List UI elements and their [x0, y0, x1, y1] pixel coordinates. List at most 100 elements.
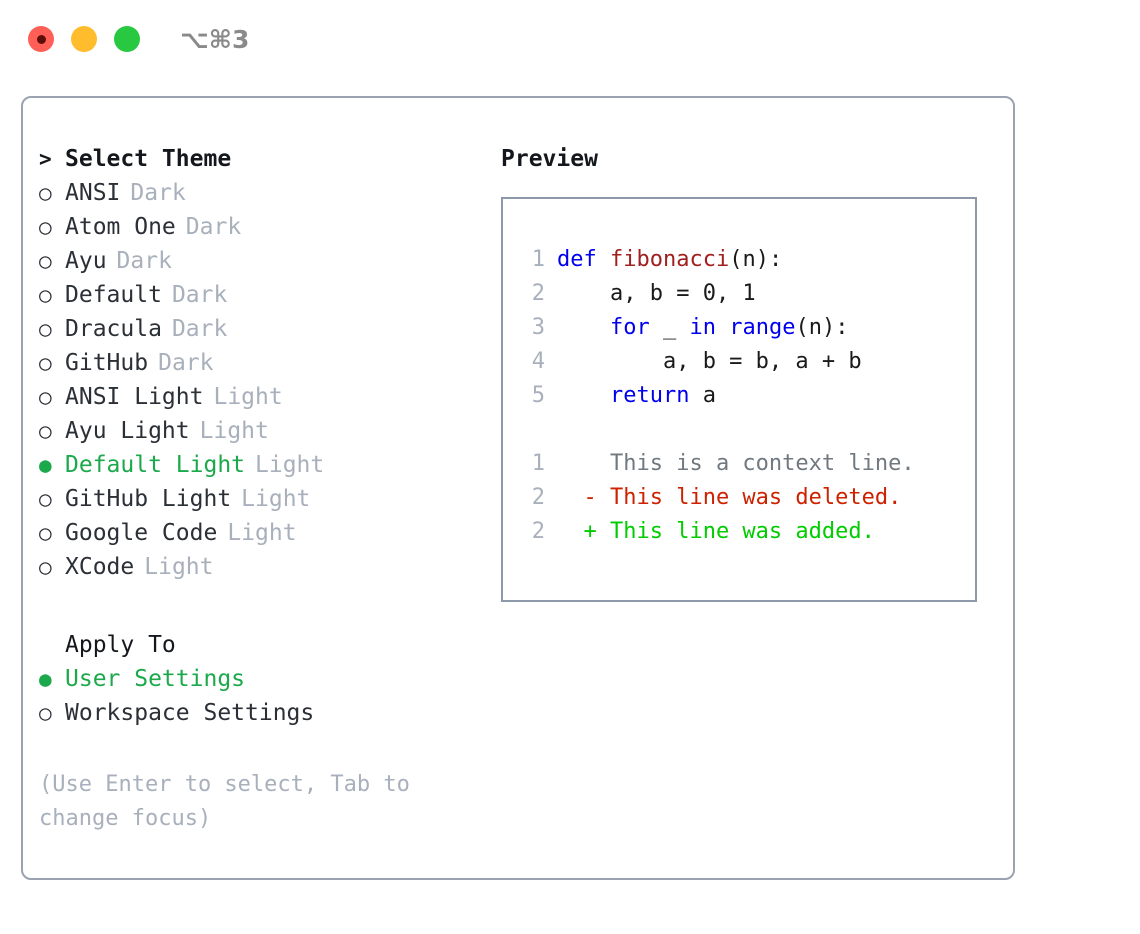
apply-to-option-label: Workspace Settings [65, 700, 315, 726]
theme-option-xcode[interactable]: ○ XCode Light [39, 550, 485, 584]
code-line-text: def fibonacci(n): [557, 243, 782, 277]
theme-appearance-tag: Dark [171, 316, 228, 342]
radio-unselected-icon: ○ [39, 555, 52, 579]
code-line: 2 a, b = 0, 1 [521, 277, 975, 311]
theme-option-dracula[interactable]: ○ Dracula Dark [39, 312, 485, 346]
select-theme-heading: > Select Theme [39, 142, 485, 176]
radio-unselected-icon: ○ [39, 487, 52, 511]
code-line-number: 1 [531, 247, 545, 272]
theme-option-label: Google Code [65, 520, 218, 546]
code-token [716, 315, 729, 340]
section-spacer [39, 584, 485, 628]
code-token [597, 247, 610, 272]
theme-option-label: GitHub [65, 350, 149, 376]
code-token [557, 315, 610, 340]
apply-to-list: ●User Settings ○ Workspace Settings [39, 662, 485, 730]
theme-option-label: ANSI Light [65, 384, 204, 410]
radio-unselected-icon: ○ [39, 419, 52, 443]
code-token: a, b = 0, 1 [557, 281, 756, 306]
theme-appearance-tag: Dark [171, 282, 228, 308]
code-token: in [689, 315, 716, 340]
code-line: 3 for _ in range(n): [521, 311, 975, 345]
code-token: (n): [729, 247, 783, 272]
theme-appearance-tag: Light [241, 486, 311, 512]
window-controls [28, 26, 140, 52]
code-line-number: 3 [531, 315, 545, 340]
theme-option-google-code[interactable]: ○ Google Code Light [39, 516, 485, 550]
diff-marker [557, 447, 610, 481]
theme-option-label: Default Light [65, 452, 246, 478]
preview-title: Preview [501, 146, 598, 172]
code-line-text: a, b = b, a + b [557, 345, 862, 379]
theme-option-label: Ayu [65, 248, 107, 274]
theme-appearance-tag: Light [227, 520, 297, 546]
close-window-icon[interactable] [28, 26, 54, 52]
radio-unselected-icon: ○ [39, 521, 52, 545]
radio-selected-icon: ● [39, 453, 52, 477]
maximize-window-icon[interactable] [114, 26, 140, 52]
theme-appearance-tag: Dark [116, 248, 172, 274]
code-token [557, 383, 610, 408]
theme-appearance-tag: Light [213, 384, 283, 410]
diff-line-text: This line was deleted. [609, 485, 902, 510]
theme-appearance-tag: Dark [185, 214, 242, 240]
theme-appearance-tag: Dark [158, 350, 214, 376]
diff-line-number: 1 [531, 451, 545, 476]
keyboard-hint: (Use Enter to select, Tab to change focu… [39, 772, 424, 831]
theme-option-label: Dracula [65, 316, 162, 342]
code-line-text: return a [557, 379, 716, 413]
apply-to-heading: Apply To [65, 632, 176, 658]
minimize-window-icon[interactable] [71, 26, 97, 52]
keyboard-shortcut-label: ⌥⌘3 [180, 24, 250, 54]
theme-option-label: Atom One [65, 214, 176, 240]
code-token: fibonacci [610, 247, 730, 272]
code-token: for [609, 315, 650, 340]
select-theme-heading-label: Select Theme [65, 146, 232, 172]
apply-to-option-user-settings[interactable]: ●User Settings [39, 662, 485, 696]
theme-option-atom-one[interactable]: ○ Atom One Dark [39, 210, 485, 244]
theme-appearance-tag: Light [144, 554, 214, 580]
code-line: 1 def fibonacci(n): [521, 243, 975, 277]
code-token: a [689, 383, 716, 408]
theme-option-label: XCode [65, 554, 135, 580]
theme-option-label: Ayu Light [65, 418, 190, 444]
theme-option-label: Default [65, 282, 162, 308]
code-token: _ [649, 315, 690, 340]
radio-selected-icon: ● [39, 667, 52, 691]
radio-unselected-icon: ○ [39, 181, 52, 205]
theme-appearance-tag: Dark [130, 180, 186, 206]
diff-line-del: 2 - This line was deleted. [521, 481, 975, 515]
radio-unselected-icon: ○ [39, 215, 52, 239]
code-token: def [557, 247, 597, 272]
apply-to-option-workspace-settings[interactable]: ○ Workspace Settings [39, 696, 485, 730]
code-line-text: a, b = 0, 1 [557, 277, 756, 311]
code-line-number: 4 [531, 349, 545, 374]
diff-line-text: This line was added. [609, 519, 875, 544]
code-line-text: for _ in range(n): [557, 311, 848, 345]
code-token: (n): [795, 315, 849, 340]
diff-marker: - [557, 485, 610, 510]
code-diff-spacer [521, 413, 975, 447]
code-line-number: 2 [531, 281, 545, 306]
code-line-number: 5 [531, 383, 545, 408]
theme-option-github[interactable]: ○ GitHub Dark [39, 346, 485, 380]
code-token: return [609, 383, 690, 408]
diff-sample: 1 This is a context line.2 - This line w… [521, 447, 975, 549]
radio-unselected-icon: ○ [39, 701, 52, 725]
code-token: a, b = b, a + b [557, 349, 862, 374]
radio-unselected-icon: ○ [39, 351, 52, 375]
radio-unselected-icon: ○ [39, 317, 52, 341]
